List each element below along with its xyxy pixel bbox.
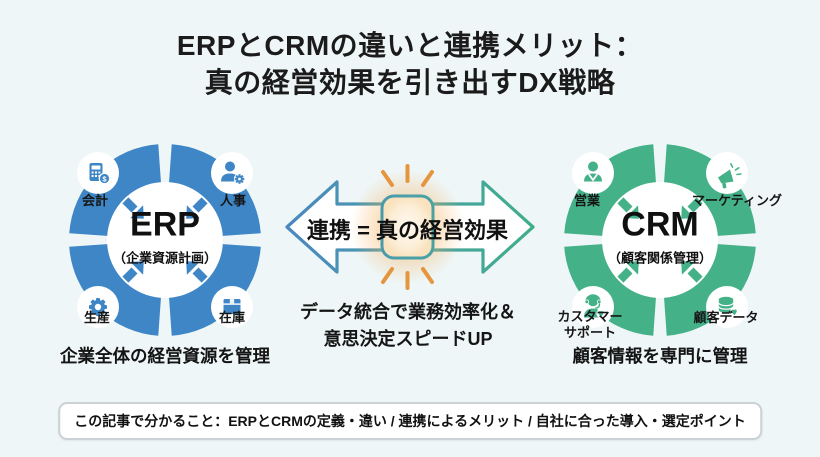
database-heart-icon [718,296,739,317]
article-summary-banner: この記事で分かること：ERPとCRMの定義・違い / 連携によるメリット / 自… [58,402,762,440]
erp-item-label-accounting: 会計 [81,192,109,208]
crm-inward-arrows [617,197,703,283]
box-icon [223,299,241,314]
connector-graphic [285,164,535,290]
crm-caption: 顧客情報を専門に管理 [572,346,748,366]
gear-icon [89,298,107,316]
erp-name: ERP [130,205,200,244]
svg-text:$: $ [102,174,107,183]
headset-support-icon [584,294,606,319]
erp-item-label-hr: 人事 [219,192,247,208]
crm-circle-diagram: 営業 マーケティング カスタマー サポート 顧客データ CRM （顧客関係管理）… [557,140,782,366]
crm-item-label-support: カスタマー サポート [557,308,623,340]
erp-ring: $ [69,144,261,336]
crm-item-label-marketing: マーケティング [692,192,782,208]
erp-circle-diagram: $ [60,140,270,366]
erp-hub: ERP （企業資源計画） [100,205,230,267]
erp-inward-arrows [122,197,208,283]
page-title: ERPとCRMの違いと連携メリット： 真の経営効果を引き出すDX戦略 [0,27,820,101]
erp-item-label-production: 生産 [83,309,111,325]
crm-ring [564,144,756,336]
crm-name: CRM [621,205,699,244]
calculator-coin-icon: $ [89,163,111,185]
crm-hub: CRM （顧客関係管理） [595,205,725,267]
crm-item-label-customer-data: 顧客データ [693,309,759,325]
crm-subtitle: （顧客関係管理） [607,250,712,266]
page-title-line1: ERPとCRMの違いと連携メリット： [176,30,644,61]
sunburst-rays [381,164,434,290]
megaphone-icon [718,162,742,189]
erp-subtitle: （企業資源計画） [112,250,217,266]
erp-caption: 企業全体の経営資源を管理 [60,346,270,366]
person-gear-icon [221,161,246,185]
connector-headline: 連携 = 真の経営効果 [306,218,509,243]
crm-item-label-sales: 営業 [573,192,601,208]
business-person-icon [584,161,602,182]
erp-item-label-inventory: 在庫 [218,309,246,325]
synergy-badge [380,194,435,260]
crm-inner-disc [602,182,718,298]
page-title-line2: 真の経営効果を引き出すDX戦略 [204,67,616,98]
connector-subtext: データ統合で業務効率化＆ 意思決定スピードUP [300,302,516,349]
erp-inner-disc [107,182,223,298]
